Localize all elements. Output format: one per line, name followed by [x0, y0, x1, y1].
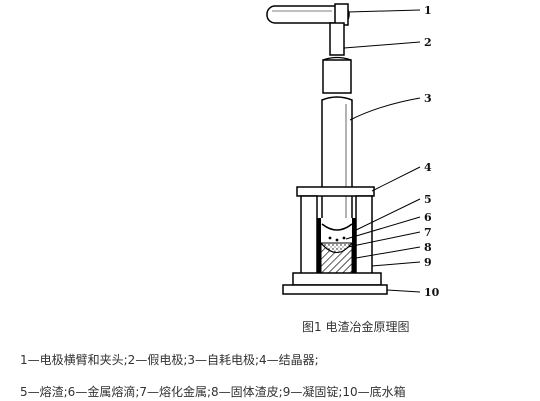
callout-8: 8	[424, 241, 432, 254]
metal-droplets	[328, 236, 346, 242]
callout-labels: 1 2 3 4 5 6 7 8 9 10	[424, 4, 440, 299]
molten-slag	[321, 218, 353, 238]
consumable-electrode	[321, 96, 353, 231]
figure-caption: 图1 电渣冶金原理图	[302, 320, 410, 334]
bottom-water-tank	[282, 272, 388, 295]
solidified-ingot	[320, 241, 353, 275]
dummy-electrode	[322, 22, 352, 94]
callout-5: 5	[424, 193, 432, 206]
callout-9: 9	[424, 256, 432, 269]
callout-4: 4	[424, 161, 432, 174]
callout-2: 2	[424, 36, 432, 49]
electrode-arm-and-clamp	[266, 3, 350, 26]
callout-1: 1	[424, 4, 432, 17]
leader-lines	[343, 9, 421, 293]
legend-line-1: 1—电极横臂和夹头;2—假电极;3—自耗电极;4—结晶器;	[20, 353, 319, 367]
callout-6: 6	[424, 211, 432, 224]
callout-10: 10	[424, 286, 440, 299]
callout-3: 3	[424, 92, 432, 105]
callout-7: 7	[424, 226, 432, 239]
electroslag-remelting-diagram: 1 2 3 4 5 6 7 8 9 10	[266, 3, 440, 299]
legend-line-2: 5—熔渣;6—金属熔滴;7—熔化金属;8—固体渣皮;9—凝固锭;10—底水箱	[20, 385, 406, 399]
